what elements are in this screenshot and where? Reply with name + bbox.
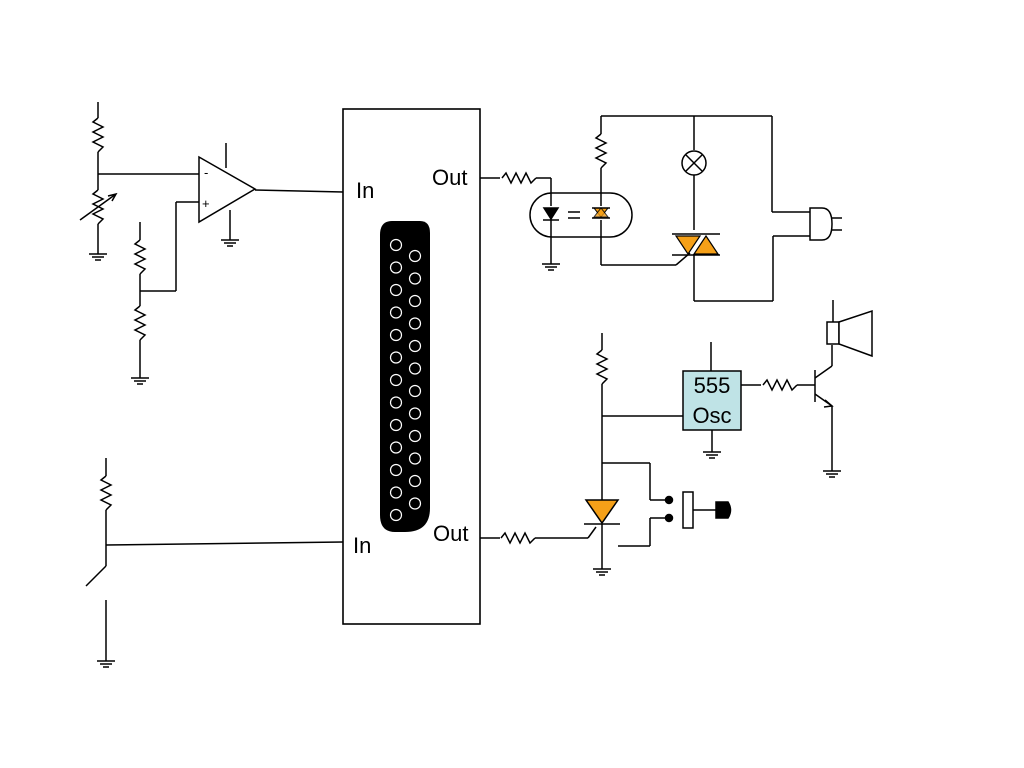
label-out-bottom: Out [433,521,468,546]
optocoupler-icon [529,192,633,238]
resistor-icon [501,172,537,184]
ground-icon [88,247,108,261]
resistor-icon [595,133,607,169]
osc-label-555: 555 [694,373,731,398]
connector-pin [408,474,422,488]
connector-pin [408,407,422,420]
transistor-icon [814,365,834,408]
connector-pin [408,294,422,308]
scr-icon [584,499,620,525]
resistor-icon [500,532,536,544]
label-out-top: Out [432,165,467,190]
solenoid-icon [682,491,694,529]
switch-icon [85,565,107,587]
triac-icon [672,233,720,256]
connector-pin [408,339,422,353]
connector-pin [408,317,422,330]
interface-box [342,108,481,625]
label-in-bottom: In [353,533,371,558]
ground-icon [592,562,612,576]
ground-icon [702,445,722,459]
connector-pin [389,351,403,364]
connector-pin [389,486,403,499]
connector-pin [408,362,422,375]
ground-icon [822,464,842,478]
connector-pin [389,261,403,274]
ground-icon [220,233,240,247]
connector-pin [389,306,403,319]
opamp-icon [198,155,257,224]
connector-pin [408,429,422,443]
connector-pin [389,283,403,297]
connector-pin [389,508,403,522]
oscillator-555-box [682,370,742,431]
resistor-icon [92,117,104,153]
connector-pin [389,396,403,409]
ground-icon [541,257,561,271]
connector-pin [389,328,403,342]
resistor-icon [100,475,112,511]
alarm-output-circuit [480,300,873,576]
plug-icon [809,207,833,241]
label-in-top: In [356,178,374,203]
db25-connector-icon [380,221,430,532]
connector-pin [408,249,422,263]
connector-pin [408,384,422,398]
connector-pin [389,463,403,477]
resistor-icon [596,349,608,385]
resistor-icon [134,305,146,341]
opamp-input-circuit [79,102,344,385]
connector-pin [389,441,403,454]
resistor-icon [762,379,798,391]
resistor-icon [134,239,146,275]
ground-icon [130,371,150,385]
connector-pin [408,272,422,285]
connector-pin [408,452,422,465]
connector-pin [408,497,422,510]
connector-pin [389,238,403,252]
switch-input-circuit [85,458,344,668]
opamp-minus-label: - [204,165,208,180]
connector-pin [389,373,403,387]
speaker-icon [826,300,873,358]
osc-label-osc: Osc [692,403,731,428]
opamp-plus-label: + [202,196,210,211]
triac-output-circuit [480,115,842,302]
ground-icon [96,654,116,668]
connector-pin [389,418,403,432]
